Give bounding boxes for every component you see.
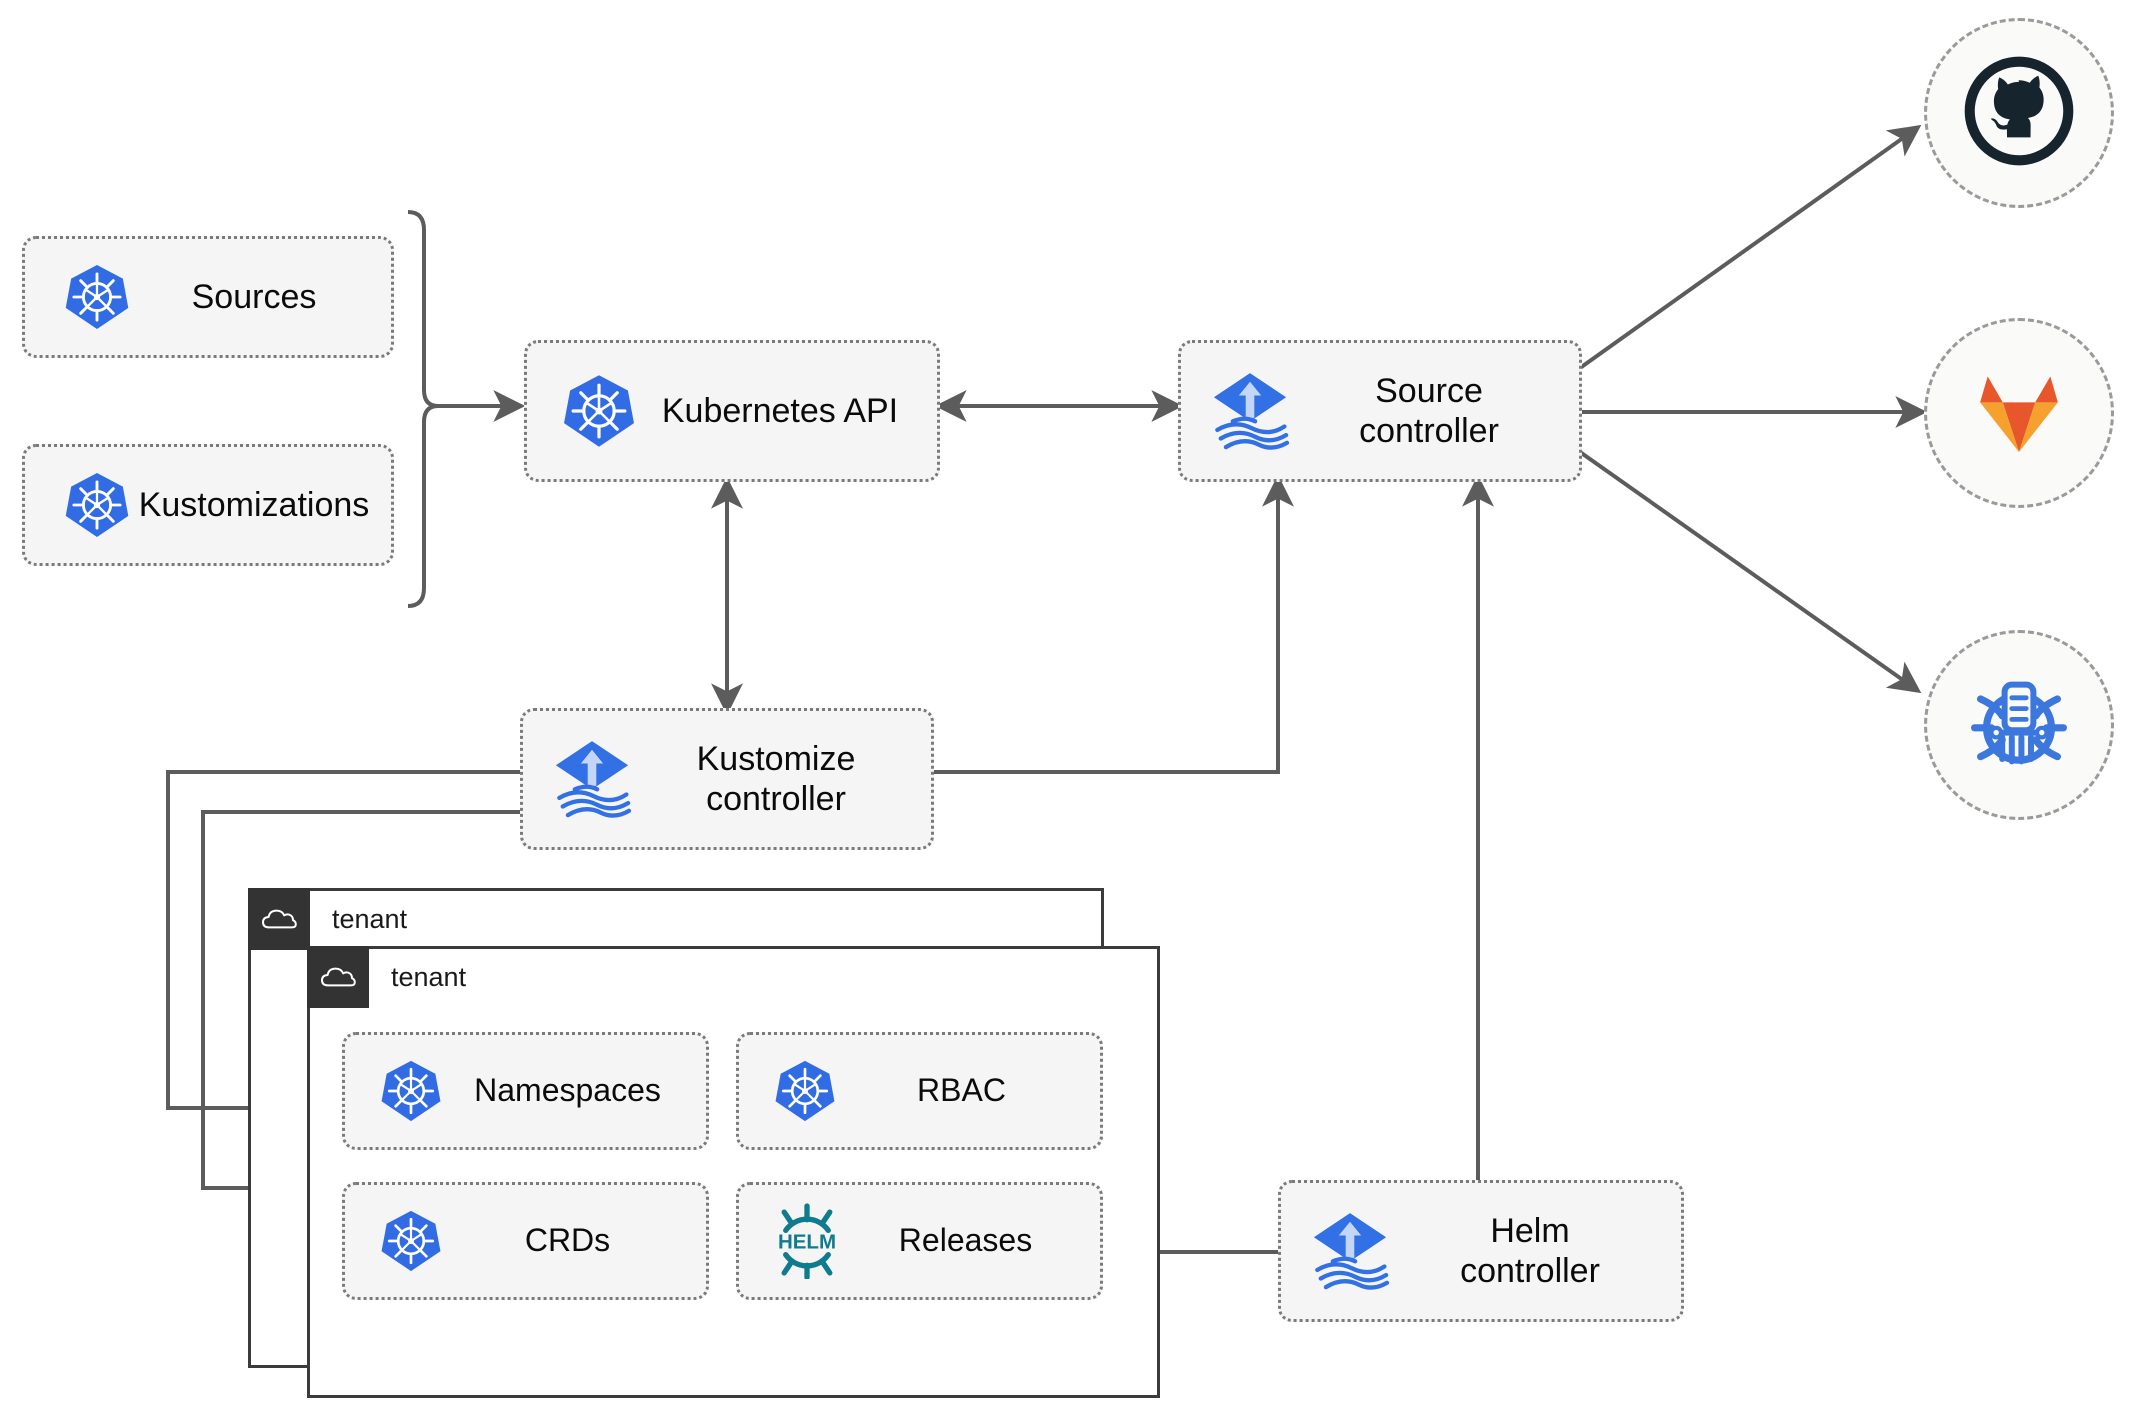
- node-kustomize-controller[interactable]: Kustomize controller: [520, 708, 934, 850]
- cloud-icon: [307, 946, 369, 1008]
- bubble-gitlab[interactable]: [1924, 318, 2114, 508]
- node-source-controller-label: Source controller: [1359, 371, 1499, 450]
- node-crds[interactable]: CRDs: [342, 1182, 709, 1300]
- node-releases-label: Releases: [898, 1222, 1033, 1259]
- node-crds-label: CRDs: [524, 1222, 611, 1259]
- node-rbac[interactable]: RBAC: [736, 1032, 1103, 1150]
- kubernetes-icon: [63, 263, 131, 331]
- github-icon: [1963, 55, 2075, 172]
- node-sources-label: Sources: [191, 277, 317, 316]
- bubble-github[interactable]: [1924, 18, 2114, 208]
- node-kubernetes-api[interactable]: Kubernetes API: [524, 340, 940, 482]
- edge-kustomize-source: [932, 474, 1294, 774]
- helm-icon: [769, 1203, 845, 1279]
- kubernetes-icon: [379, 1209, 443, 1273]
- node-sources[interactable]: Sources: [22, 236, 394, 358]
- tenant-back-title: tenant: [332, 903, 408, 934]
- gitlab-icon: [1965, 357, 2073, 470]
- node-kustomizations[interactable]: Kustomizations: [22, 444, 394, 566]
- node-kustomize-controller-label: Kustomize controller: [696, 739, 856, 818]
- tenant-front-header: tenant: [307, 946, 466, 1008]
- flux-icon: [549, 736, 635, 822]
- node-namespaces-label: Namespaces: [474, 1072, 661, 1109]
- kubernetes-icon: [773, 1059, 837, 1123]
- edge-source-github: [1578, 124, 1922, 370]
- helm-registry-icon: [1959, 663, 2079, 788]
- kubernetes-icon: [561, 373, 637, 449]
- node-source-controller[interactable]: Source controller: [1178, 340, 1582, 482]
- cloud-icon: [248, 888, 310, 950]
- tenant-front[interactable]: tenant: [307, 946, 1160, 1398]
- kubernetes-icon: [379, 1059, 443, 1123]
- flux-icon: [1307, 1208, 1393, 1294]
- node-helm-controller-label: Helm controller: [1460, 1211, 1600, 1290]
- node-releases[interactable]: Releases: [736, 1182, 1103, 1300]
- bubble-helm-registry[interactable]: [1924, 630, 2114, 820]
- node-rbac-label: RBAC: [917, 1072, 1006, 1109]
- node-helm-controller[interactable]: Helm controller: [1278, 1180, 1684, 1322]
- flux-icon: [1207, 368, 1293, 454]
- tenant-back-header: tenant: [248, 888, 407, 950]
- node-kustomizations-label: Kustomizations: [138, 485, 370, 524]
- tenant-front-title: tenant: [391, 961, 467, 992]
- kubernetes-icon: [63, 471, 131, 539]
- edge-source-registry: [1578, 450, 1922, 694]
- node-kubernetes-api-label: Kubernetes API: [661, 391, 899, 430]
- group-brace: [407, 210, 439, 608]
- node-namespaces[interactable]: Namespaces: [342, 1032, 709, 1150]
